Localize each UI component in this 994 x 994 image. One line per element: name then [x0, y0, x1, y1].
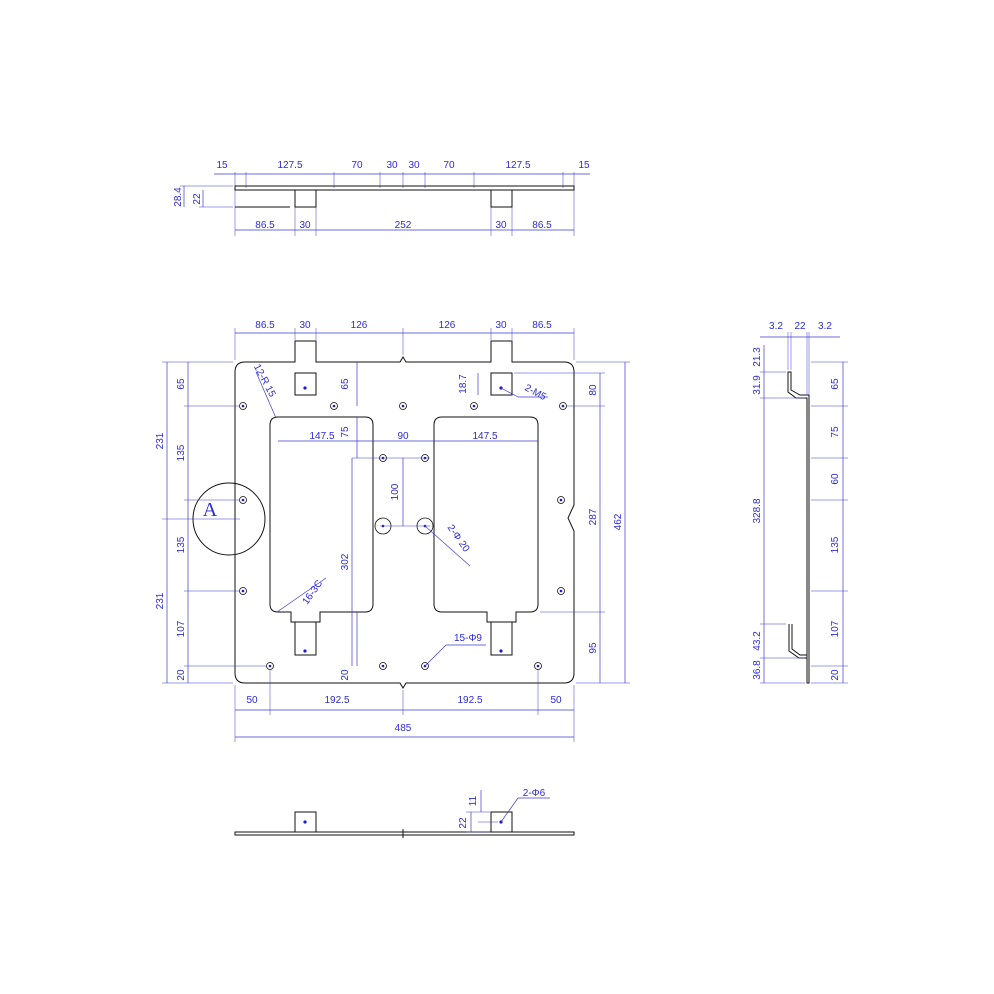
callout-phi6: 2-Φ6 — [523, 788, 546, 799]
side-top-label: 3.2 — [769, 321, 783, 332]
callout-phi9: 15-Φ9 — [454, 633, 482, 644]
plan-top-label: 30 — [495, 320, 507, 331]
plan-top-label: 126 — [439, 320, 456, 331]
side-left-label: 21.3 — [752, 347, 763, 367]
side-left-label: 328.8 — [752, 498, 763, 523]
bottom-22-label: 22 — [458, 817, 469, 829]
top-dim-label: 70 — [351, 160, 363, 171]
side-left-label: 36.8 — [752, 660, 763, 680]
top-lower-dim-label: 86.5 — [255, 220, 275, 231]
side-top-label: 22 — [794, 321, 806, 332]
side-right-label: 65 — [830, 378, 841, 390]
side-right-label: 135 — [830, 536, 841, 553]
mounting-holes — [239, 386, 567, 670]
side-right-label: 75 — [830, 426, 841, 438]
callout-m5: 2-M5 — [523, 383, 549, 404]
plan-top-label: 30 — [299, 320, 311, 331]
plan-right-inner-label: 80 — [588, 384, 599, 396]
plan-overall-width: 485 — [395, 723, 412, 734]
plan-left-inner-label: 135 — [176, 536, 187, 553]
inner-90-label: 90 — [397, 431, 409, 442]
inner-18-7-label: 18.7 — [458, 374, 469, 394]
inner-65-label: 65 — [340, 378, 351, 390]
plan-right-outer-label: 462 — [613, 513, 624, 530]
plan-top-label: 126 — [351, 320, 368, 331]
plan-left-inner-label: 20 — [176, 669, 187, 681]
inner-100-label: 100 — [390, 483, 401, 500]
side-left-label: 43.2 — [752, 631, 763, 651]
side-right-label: 60 — [830, 473, 841, 485]
top-lower-dim-label: 86.5 — [532, 220, 552, 231]
bottom-view: 11 22 2-Φ6 — [234, 788, 575, 838]
top-height-label: 22 — [192, 193, 203, 205]
plan-left-outer-label: 231 — [155, 592, 166, 609]
top-dim-label: 127.5 — [277, 160, 302, 171]
inner-147-right-label: 147.5 — [472, 431, 497, 442]
plan-left-inner-label: 107 — [176, 620, 187, 637]
top-dim-label: 30 — [386, 160, 398, 171]
inner-147-left-label: 147.5 — [309, 431, 334, 442]
top-dim-label: 15 — [578, 160, 590, 171]
top-view: 15 127.5 70 30 30 70 127.5 15 86.5 30 25… — [173, 160, 590, 236]
inner-302-label: 302 — [340, 553, 351, 570]
plan-left-inner-label: 135 — [176, 444, 187, 461]
top-lower-dim-label: 252 — [395, 220, 412, 231]
plan-right-inner-label: 287 — [588, 508, 599, 525]
plan-bottom-label: 192.5 — [457, 695, 482, 706]
top-dim-label: 70 — [443, 160, 455, 171]
plan-bottom-label: 50 — [246, 695, 258, 706]
top-lower-dim-label: 30 — [299, 220, 311, 231]
top-height-label: 28.4 — [173, 187, 184, 207]
top-dim-label: 15 — [216, 160, 228, 171]
top-dim-label: 127.5 — [505, 160, 530, 171]
side-right-label: 20 — [830, 669, 841, 681]
detail-letter: A — [203, 499, 218, 521]
plan-left-outer-label: 231 — [155, 432, 166, 449]
plan-bottom-label: 50 — [550, 695, 562, 706]
plan-right-inner-label: 95 — [588, 642, 599, 654]
side-left-label: 31.9 — [752, 375, 763, 395]
inner-20-label: 20 — [340, 669, 351, 681]
plan-view: A 86.5 30 126 126 30 86.5 50 192.5 192.5… — [155, 320, 630, 742]
top-lower-dim-label: 30 — [495, 220, 507, 231]
plan-top-label: 86.5 — [532, 320, 552, 331]
plan-bottom-label: 192.5 — [324, 695, 349, 706]
plan-left-inner-label: 65 — [176, 378, 187, 390]
side-top-label: 3.2 — [818, 321, 832, 332]
side-view: 3.2 22 3.2 21.3 31.9 328.8 43.2 36.8 65 … — [752, 321, 848, 684]
callout-r15: 12-R 15 — [251, 363, 278, 400]
side-right-label: 107 — [830, 620, 841, 637]
plan-top-label: 86.5 — [255, 320, 275, 331]
callout-phi20: 2-Φ 20 — [445, 523, 472, 555]
bottom-11-label: 11 — [468, 795, 479, 806]
callout-3c: 16-3C — [301, 578, 326, 607]
inner-75-label: 75 — [340, 426, 351, 438]
top-dim-label: 30 — [408, 160, 420, 171]
